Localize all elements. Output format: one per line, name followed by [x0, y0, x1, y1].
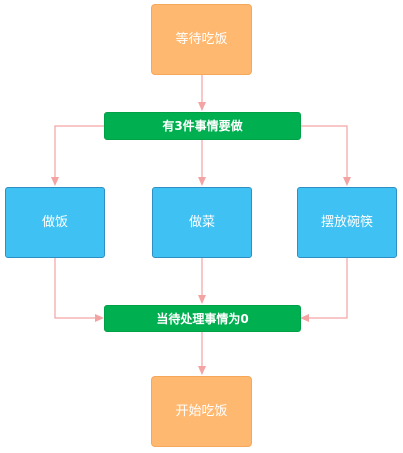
connector-three-tasks-to-set-table	[300, 125, 351, 186]
node-cook-dish: 做菜	[152, 187, 252, 258]
node-cook-rice: 做饭	[5, 187, 105, 258]
node-start-eat: 开始吃饭	[151, 376, 252, 447]
connector-set-table-to-pending-zero	[300, 258, 348, 322]
connector-cook-rice-to-pending-zero	[54, 258, 104, 322]
node-cook-rice-label: 做饭	[41, 215, 68, 230]
node-three-tasks-label: 有3件事情要做	[162, 119, 243, 133]
connector-three-tasks-to-cook-rice	[51, 125, 104, 186]
node-wait-eat-label: 等待吃饭	[175, 32, 228, 47]
node-set-table-label: 摆放碗筷	[320, 215, 373, 230]
node-set-table: 摆放碗筷	[297, 187, 397, 258]
node-cook-dish-label: 做菜	[188, 215, 215, 230]
node-wait-eat: 等待吃饭	[151, 4, 252, 75]
node-pending-zero: 当待处理事情为0	[104, 305, 301, 332]
node-three-tasks: 有3件事情要做	[104, 112, 301, 140]
node-start-eat-label: 开始吃饭	[175, 404, 228, 419]
node-pending-zero-label: 当待处理事情为0	[156, 311, 249, 326]
